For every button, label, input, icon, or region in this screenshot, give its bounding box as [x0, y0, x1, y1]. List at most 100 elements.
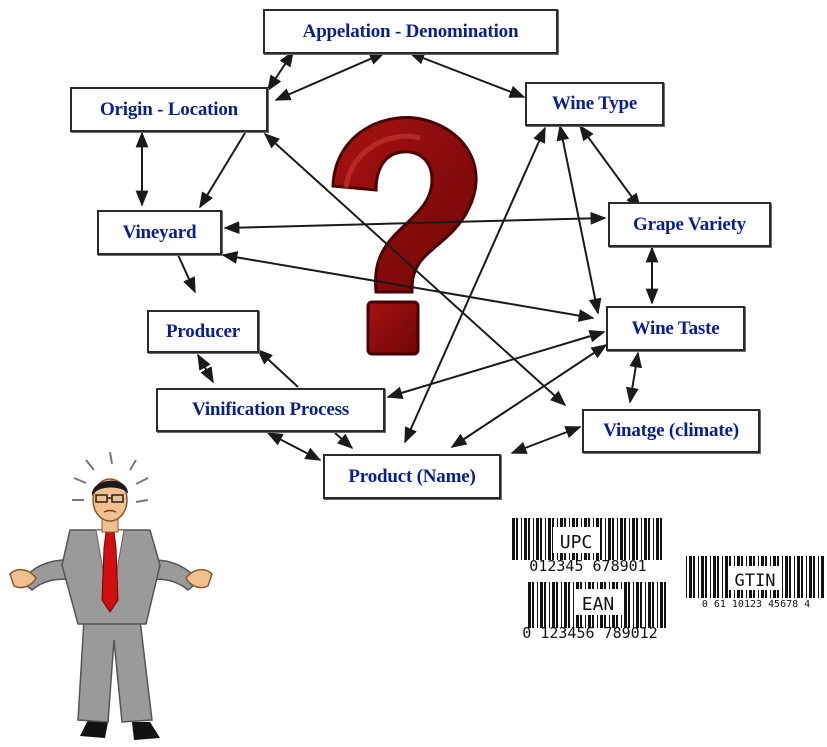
node-label: Vinatge (climate): [603, 420, 739, 441]
barcode-bar: [813, 556, 815, 598]
barcode-bar: [806, 556, 807, 598]
barcode-bar: [564, 582, 567, 628]
barcode-bar: [652, 582, 654, 628]
barcode-bar: [644, 518, 647, 560]
barcode-bar: [641, 518, 642, 560]
barcode-bar: [693, 556, 695, 598]
barcode-bar: [612, 518, 614, 560]
confused-man-icon: [9, 451, 213, 740]
node-label: Vineyard: [122, 221, 197, 243]
barcode-bar: [600, 518, 602, 560]
barcode-bar: [698, 556, 699, 598]
barcode-bar: [540, 518, 542, 560]
barcode-bar: [717, 556, 719, 598]
gtin-label: GTIN: [735, 571, 776, 591]
barcode-bar: [645, 582, 646, 628]
barcode-bar: [629, 518, 630, 560]
barcode-bar: [624, 582, 627, 628]
barcode-bar: [540, 582, 543, 628]
ean-label: EAN: [582, 594, 615, 615]
barcode-bar: [818, 556, 819, 598]
node-label: Vinification Process: [192, 399, 349, 420]
barcode-bar: [713, 556, 716, 598]
barcode-bar: [722, 556, 723, 598]
gtin-digits: 0 61 10123 45678 4: [702, 599, 810, 610]
question-mark-icon: [331, 116, 478, 356]
barcode-bar: [705, 556, 707, 598]
upc-barcode: UPC 012345 678901: [512, 518, 662, 575]
barcode-bar: [617, 518, 618, 560]
barcode-bar: [801, 556, 803, 598]
barcode-bar: [561, 582, 562, 628]
gtin-barcode: GTIN 0 61 10123 45678 4: [686, 556, 824, 610]
barcode-bar: [548, 518, 551, 560]
barcode-bar: [533, 518, 534, 560]
node-label: Appelation - Denomination: [302, 20, 519, 42]
barcode-bar: [701, 556, 704, 598]
barcode-bar: [725, 556, 728, 598]
node-producer: Producer: [147, 310, 259, 353]
node-label: Producer: [165, 320, 241, 342]
barcode-bar: [789, 556, 791, 598]
relationship-arrows: [135, 50, 659, 461]
barcode-bar: [797, 556, 800, 598]
barcode-bar: [549, 582, 550, 628]
barcode-bar: [608, 518, 611, 560]
barcode-bar: [648, 518, 650, 560]
barcode-bar: [633, 582, 634, 628]
node-wine-type: Wine Type: [525, 82, 664, 126]
node-label: Wine Taste: [631, 317, 720, 339]
barcode-bar: [636, 582, 639, 628]
barcode-bar: [660, 582, 663, 628]
barcode-bar: [528, 582, 531, 628]
barcode-bar: [660, 518, 662, 560]
barcode-bar: [785, 556, 788, 598]
node-grape-variety: Grape Variety: [608, 202, 771, 247]
barcode-bar: [573, 582, 574, 628]
node-product-name: Product (Name): [323, 454, 501, 499]
barcode-bar: [640, 582, 642, 628]
barcode-bar: [628, 582, 630, 628]
barcode-bar: [656, 518, 659, 560]
upc-digits: 012345 678901: [529, 557, 646, 575]
barcode-bar: [516, 518, 518, 560]
barcode-bar: [544, 582, 546, 628]
barcode-bar: [782, 556, 783, 598]
node-vineyard: Vineyard: [97, 210, 222, 255]
barcode-bar: [710, 556, 711, 598]
barcode-bar: [568, 582, 570, 628]
barcode-bar: [809, 556, 812, 598]
barcode-bar: [632, 518, 635, 560]
barcode-bar: [512, 518, 515, 560]
node-vinification-process: Vinification Process: [156, 388, 385, 432]
barcode-bar: [624, 518, 626, 560]
ean-digits: 0 123456 789012: [522, 624, 657, 642]
barcode-bar: [556, 582, 558, 628]
barcode-bar: [657, 582, 658, 628]
barcode-bar: [532, 582, 534, 628]
barcode-bar: [664, 582, 666, 628]
node-label: Product (Name): [348, 465, 476, 487]
barcode-bar: [537, 582, 538, 628]
barcode-bar: [686, 556, 687, 598]
barcode-bar: [545, 518, 546, 560]
node-origin-location: Origin - Location: [70, 87, 268, 132]
ean-barcode: EAN 0 123456 789012: [522, 582, 666, 642]
barcode-bar: [524, 518, 527, 560]
node-vintage-climate: Vinatge (climate): [582, 409, 760, 453]
barcode-bar: [521, 518, 522, 560]
upc-label: UPC: [560, 532, 593, 553]
node-label: Origin - Location: [99, 98, 239, 120]
barcode-bar: [821, 556, 824, 598]
node-wine-taste: Wine Taste: [606, 306, 745, 351]
barcode-bar: [653, 518, 654, 560]
barcode-bar: [794, 556, 795, 598]
barcode-bar: [689, 556, 692, 598]
node-label: Wine Type: [551, 93, 638, 114]
barcode-bar: [552, 582, 555, 628]
barcode-bar: [605, 518, 606, 560]
barcode-bar: [636, 518, 638, 560]
node-appelation-denomination: Appelation - Denomination: [263, 9, 558, 54]
